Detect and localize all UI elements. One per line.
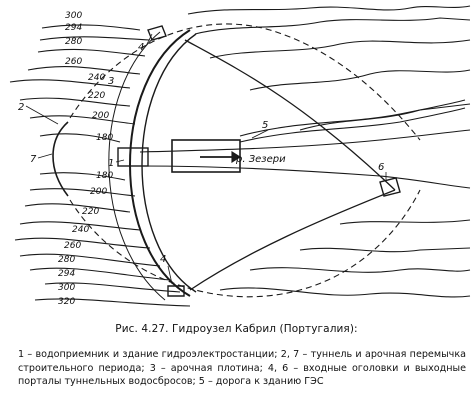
contour-line (19, 221, 141, 231)
contour-label: 300 (65, 11, 82, 21)
contour-label: 280 (65, 37, 82, 47)
callout-leader (37, 153, 53, 159)
contour-label: 240 (72, 225, 89, 235)
tunnel-portal (167, 285, 185, 297)
access-road (239, 107, 466, 143)
contour-line (249, 69, 471, 91)
contour-line (299, 247, 471, 253)
contour-line (29, 267, 171, 281)
contour-label: 294 (58, 269, 75, 279)
callout-1: 1 (108, 158, 114, 169)
contour-line (19, 97, 131, 107)
callout-4-top: 4 (138, 42, 144, 53)
contour-line (249, 267, 471, 273)
spillway-tunnel (184, 39, 396, 191)
contour-line (29, 188, 136, 197)
intake (117, 147, 149, 167)
callout-4-bottom: 4 (160, 254, 166, 265)
contour-line (39, 36, 151, 41)
contour-label: 320 (58, 297, 75, 307)
callout-leader (251, 129, 269, 139)
contour-line (37, 48, 146, 57)
callout-7: 7 (30, 154, 37, 165)
contour-label: 300 (58, 283, 75, 293)
contour-line (19, 253, 161, 267)
tunnel-portal (379, 177, 401, 197)
contour-line (34, 298, 191, 307)
callout-2: 2 (18, 102, 24, 113)
callout-leader (115, 159, 125, 163)
contour-line (44, 282, 181, 293)
contour-line (41, 24, 141, 31)
contour-label: 240 (88, 73, 105, 83)
contour-label: 260 (64, 241, 81, 251)
contour-label: 294 (65, 23, 82, 33)
contour-label: 180 (96, 133, 113, 143)
contour-line (9, 79, 131, 89)
spillway-tunnel (189, 189, 396, 291)
callout-5: 5 (262, 120, 268, 131)
contour-label: 280 (58, 255, 75, 265)
river-label: р. Зезери (235, 154, 286, 165)
contour-line (39, 133, 121, 143)
diversion-tunnel (69, 23, 421, 141)
powerhouse (171, 139, 241, 173)
contour-label: 200 (90, 187, 107, 197)
contour-line (24, 203, 131, 213)
callout-6: 6 (378, 162, 384, 173)
flow-arrow-head (231, 151, 242, 163)
contour-line (29, 115, 136, 125)
contour-label: 220 (82, 207, 99, 217)
access-road (239, 99, 466, 137)
contour-line (14, 237, 151, 249)
contour-label: 260 (65, 57, 82, 67)
figure: 300 294 280 260 240 220 200 180 180 200 … (9, 5, 471, 307)
river-bank (139, 165, 471, 189)
callout-leader (145, 33, 153, 47)
contour-line (209, 39, 471, 59)
callout-leader (25, 105, 59, 125)
contour-label: 220 (88, 91, 105, 101)
contour-line (187, 5, 471, 15)
contour-label: 180 (96, 171, 113, 181)
river-bank (139, 129, 471, 153)
figure-caption-title: Рис. 4.27. Гидроузел Кабрил (Португалия)… (115, 323, 358, 335)
diversion-tunnel (69, 189, 421, 298)
contour-line (27, 66, 141, 75)
callout-3: 3 (108, 76, 114, 87)
contour-line (339, 219, 471, 225)
figure-legend: 1 – водоприемник и здание гидроэлектрост… (18, 349, 466, 387)
arch-dam (129, 29, 191, 297)
arch-dam-face (141, 33, 197, 293)
cofferdam-arch (52, 121, 69, 197)
tunnel-portal (147, 25, 167, 41)
callout-leader (167, 265, 173, 285)
contour-label: 200 (92, 111, 109, 121)
arch-crest (108, 31, 166, 301)
contour-line (194, 17, 471, 35)
contour-line (219, 287, 471, 298)
contour-line (39, 172, 126, 181)
